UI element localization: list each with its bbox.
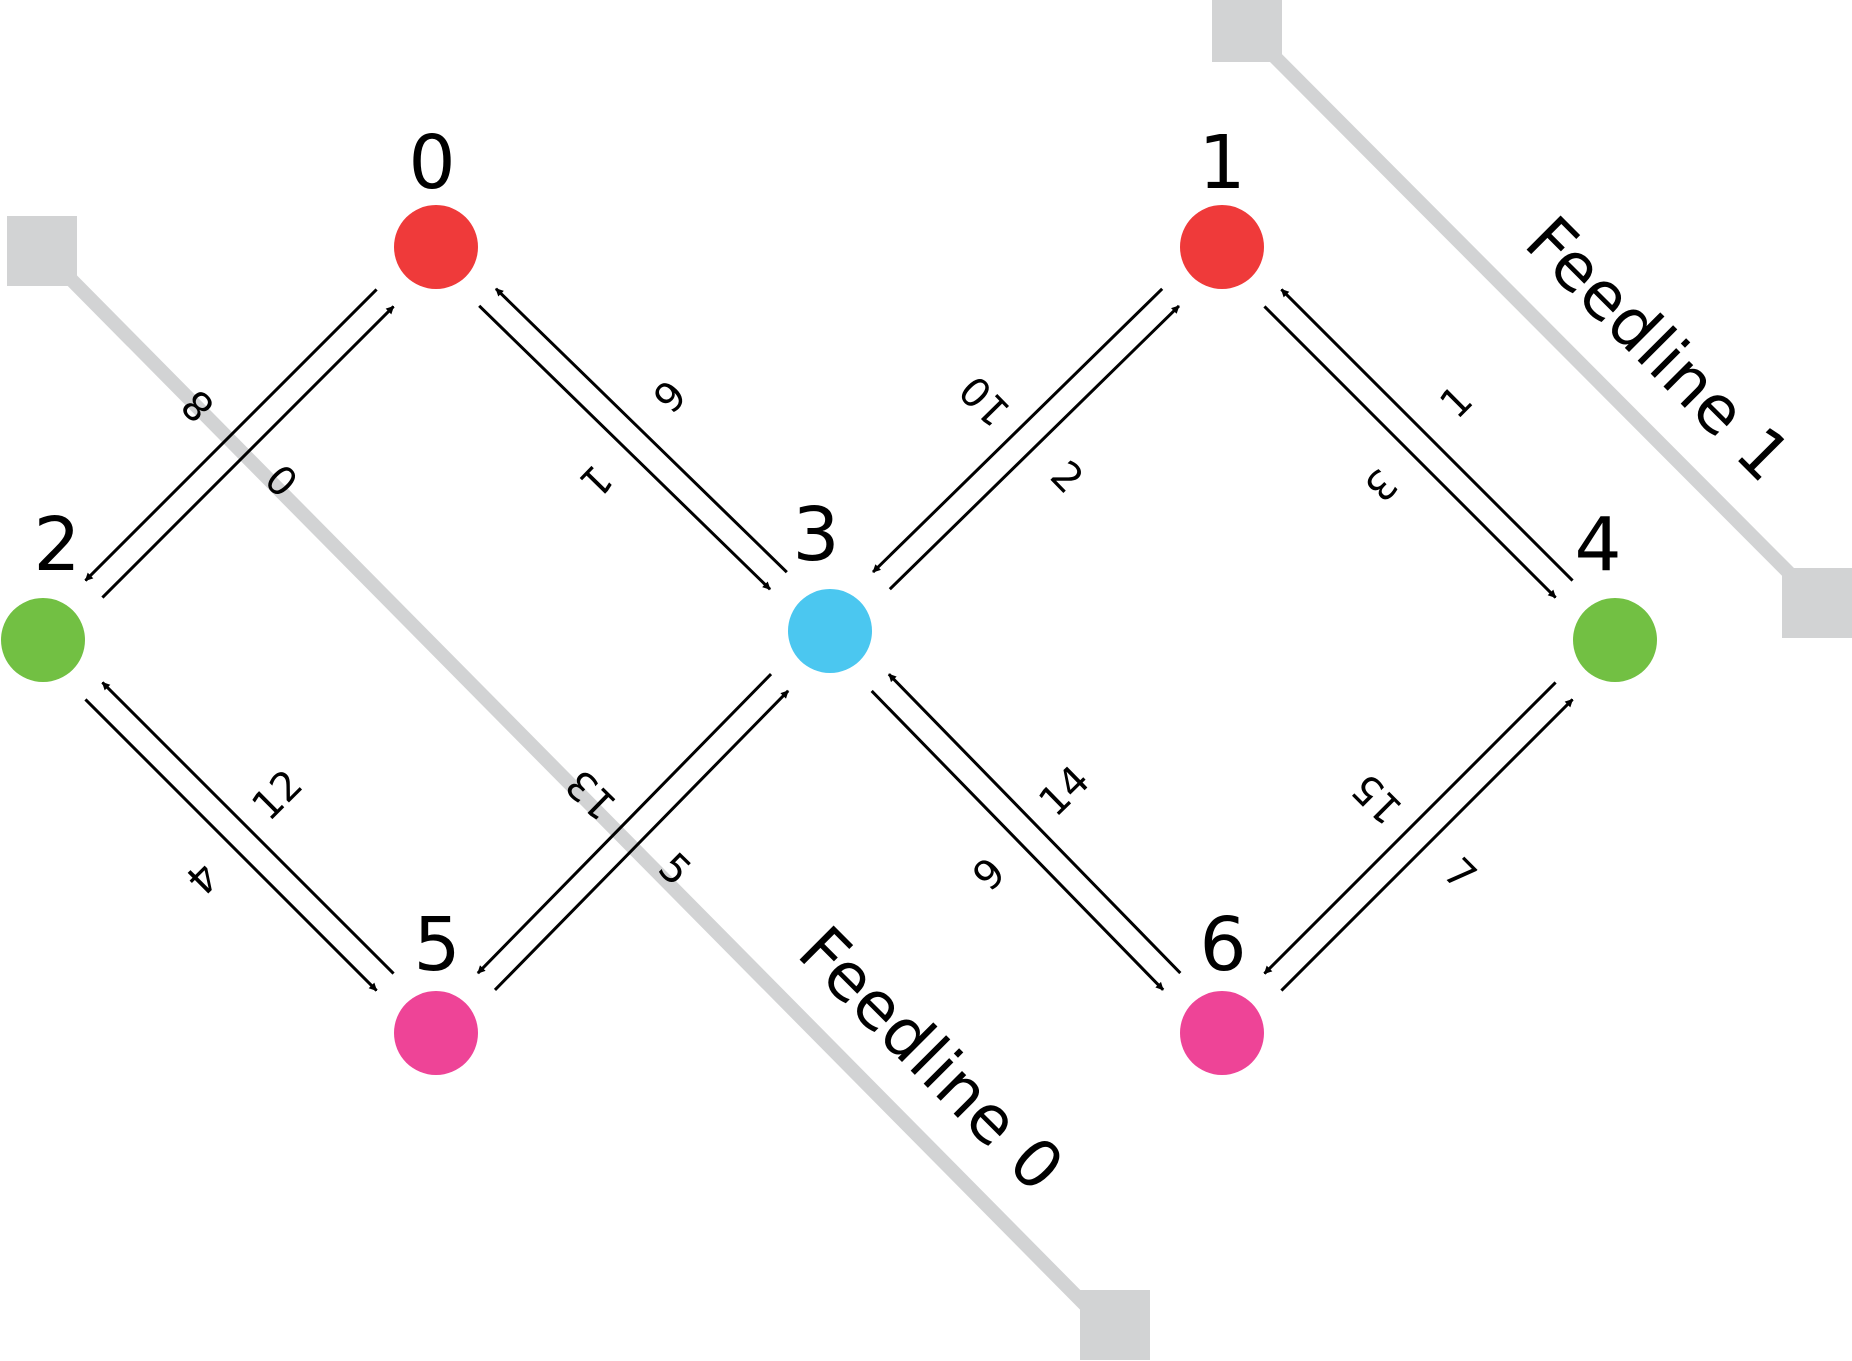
feedline-label-layer: Feedline 0 Feedline 1	[784, 202, 1806, 1207]
edge-arrow-1-to-4	[1263, 305, 1557, 599]
edge-arrow-1-to-3	[871, 287, 1164, 574]
edge-arrow-6-to-4	[1280, 698, 1574, 992]
edge-arrow-3-to-1	[888, 304, 1181, 591]
edge-label-2: 2	[1041, 452, 1092, 502]
feedline-0-line	[35, 243, 1115, 1335]
edge-label-10: 10	[951, 366, 1019, 435]
node-layer	[1, 205, 1657, 1075]
edge-label-14: 14	[1030, 757, 1099, 825]
edge-label-3: 3	[1355, 459, 1406, 510]
qubit-node-6	[1180, 991, 1264, 1075]
node-label-layer: 0 1 2 3 4 5 6	[33, 120, 1621, 988]
qubit-node-5	[394, 991, 478, 1075]
qubit-label-5: 5	[413, 902, 460, 988]
feedline-layer	[7, 0, 1852, 1360]
qubit-label-2: 2	[33, 502, 80, 588]
feedline-1-label: Feedline 1	[1511, 202, 1806, 497]
edge-layer	[84, 287, 1574, 992]
edge-arrow-3-to-6	[870, 689, 1165, 991]
feedline-0-label: Feedline 0	[784, 912, 1079, 1207]
edge-label-9: 9	[645, 372, 696, 422]
edge-label-15: 15	[1343, 764, 1412, 833]
qubit-node-0	[394, 205, 478, 289]
qubit-label-1: 1	[1198, 120, 1245, 206]
edge-label-11: 1	[1431, 377, 1482, 428]
edge-arrow-3-to-0	[494, 287, 788, 574]
edge-label-6: 6	[962, 847, 1012, 898]
feedline-1-line	[1243, 25, 1823, 607]
feedline-0-end-pad	[1080, 1290, 1150, 1360]
edge-label-1: 1	[570, 455, 621, 505]
edge-arrow-5-to-2	[101, 681, 395, 975]
qubit-label-3: 3	[792, 492, 839, 578]
qubit-label-0: 0	[408, 120, 455, 206]
edge-arrow-0-to-2	[84, 288, 378, 582]
edge-label-7: 7	[1434, 849, 1485, 900]
edge-arrow-3-to-5	[476, 672, 773, 975]
qubit-label-6: 6	[1199, 902, 1246, 988]
feedline-1	[1212, 0, 1852, 638]
edge-arrow-6-to-3	[887, 673, 1182, 975]
qubit-label-4: 4	[1574, 502, 1621, 588]
qubit-node-2	[1, 598, 85, 682]
edge-label-4: 4	[176, 852, 227, 903]
edge-arrow-2-to-0	[101, 305, 395, 599]
feedline-0	[7, 216, 1150, 1360]
edge-arrow-4-to-6	[1263, 681, 1557, 975]
feedline-0-start-pad	[7, 216, 77, 286]
feedline-1-end-pad	[1782, 568, 1852, 638]
edge-arrow-4-to-1	[1280, 288, 1574, 582]
edge-arrow-2-to-5	[84, 698, 378, 992]
edge-label-5: 5	[649, 844, 699, 895]
qubit-node-3	[788, 589, 872, 673]
edge-arrow-0-to-3	[478, 304, 772, 591]
edge-label-12: 12	[243, 761, 312, 830]
feedline-1-start-pad	[1212, 0, 1282, 62]
qubit-node-4	[1573, 598, 1657, 682]
edge-arrow-5-to-3	[493, 689, 790, 992]
qubit-node-1	[1180, 205, 1264, 289]
edge-label-13: 13	[557, 760, 626, 828]
